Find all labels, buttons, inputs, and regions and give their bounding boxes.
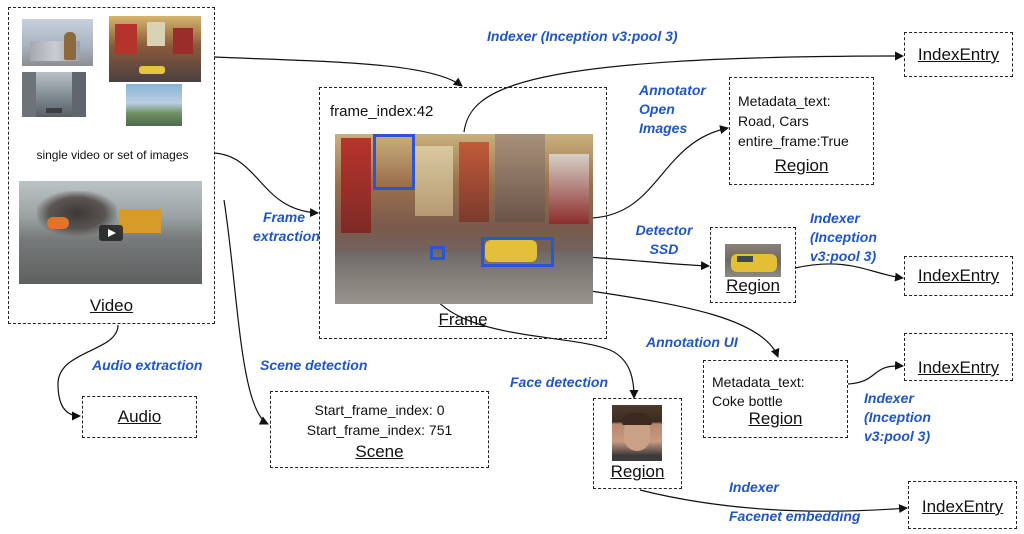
label-facenet-embedding: Facenet embedding bbox=[729, 508, 861, 524]
scene-start-frame-2: Start_frame_index: 751 bbox=[306, 422, 453, 438]
label-indexer-coke-line2: (Inception bbox=[864, 409, 931, 425]
label-indexer-car: Indexer (Inception v3:pool 3) bbox=[810, 209, 877, 266]
region-metadata-line2: Road, Cars bbox=[738, 113, 809, 129]
audio-title: Audio bbox=[117, 407, 162, 426]
label-annotation-ui: Annotation UI bbox=[646, 334, 738, 350]
video-thumb-street bbox=[22, 72, 86, 117]
label-indexer-top: Indexer (Inception v3:pool 3) bbox=[487, 28, 678, 44]
index-entry-coke-box: IndexEntry bbox=[904, 333, 1013, 381]
region-car-title: Region bbox=[726, 276, 780, 295]
region-metadata-line3: entire_frame:True bbox=[738, 133, 849, 149]
label-scene-detection: Scene detection bbox=[260, 357, 368, 373]
label-annotator-line1: Annotator bbox=[639, 82, 706, 98]
label-detector-line2: SSD bbox=[649, 241, 679, 257]
region-coke-box: Metadata_text: Coke bottle Region bbox=[703, 360, 848, 438]
edge-frame-to-index-top bbox=[463, 51, 904, 133]
video-caption: single video or set of images bbox=[36, 148, 189, 162]
index-entry-coke-title: IndexEntry bbox=[917, 358, 1000, 377]
region-face-box: Region bbox=[593, 398, 682, 489]
label-face-detection: Face detection bbox=[510, 374, 609, 390]
edge-coke-to-index bbox=[847, 361, 904, 385]
scene-title: Scene bbox=[355, 442, 404, 461]
label-detector-line1: Detector bbox=[635, 222, 693, 238]
region-coke-line1: Metadata_text: bbox=[712, 374, 805, 390]
edge-audio-extraction bbox=[57, 324, 119, 421]
region-face-thumbnail bbox=[612, 405, 662, 461]
index-entry-face-box: IndexEntry bbox=[908, 481, 1017, 529]
scene-start-frame-1: Start_frame_index: 0 bbox=[314, 402, 445, 418]
label-indexer-coke-line1: Indexer bbox=[864, 390, 914, 406]
edge-frame-extraction bbox=[213, 152, 319, 218]
label-frame-extraction-line2: extraction bbox=[253, 228, 320, 244]
index-entry-car-title: IndexEntry bbox=[917, 266, 1000, 285]
label-indexer-coke-line3: v3:pool 3) bbox=[864, 428, 931, 444]
region-car-thumbnail bbox=[725, 244, 781, 277]
bbox-taxi-car bbox=[481, 237, 554, 267]
label-frame-extraction: Frame extraction bbox=[253, 208, 320, 246]
label-indexer-face: Indexer bbox=[729, 479, 779, 495]
frame-index-label: frame_index:42 bbox=[330, 103, 434, 120]
video-thumb-landscape bbox=[126, 84, 182, 126]
frame-box: frame_index:42 Frame bbox=[319, 87, 607, 339]
frame-title: Frame bbox=[438, 310, 488, 329]
bbox-face bbox=[430, 246, 445, 260]
label-annotator-line2: Open bbox=[639, 101, 675, 117]
label-indexer-car-line1: Indexer bbox=[810, 210, 860, 226]
index-entry-top-title: IndexEntry bbox=[917, 45, 1000, 64]
label-indexer-car-line2: (Inception bbox=[810, 229, 877, 245]
label-audio-extraction: Audio extraction bbox=[92, 357, 203, 373]
edge-video-to-frame bbox=[213, 56, 463, 87]
audio-box: Audio bbox=[82, 396, 197, 438]
region-metadata-box: Metadata_text: Road, Cars entire_frame:T… bbox=[729, 77, 874, 185]
edge-scene-detection bbox=[223, 199, 269, 425]
label-detector: Detector SSD bbox=[632, 221, 696, 259]
index-entry-car-box: IndexEntry bbox=[904, 256, 1013, 296]
label-indexer-coke: Indexer (Inception v3:pool 3) bbox=[864, 389, 931, 446]
video-box: single video or set of images Video bbox=[8, 7, 215, 324]
region-car-box: Region bbox=[710, 227, 796, 303]
bbox-coke-bottle bbox=[373, 134, 415, 190]
label-frame-extraction-line1: Frame bbox=[262, 209, 306, 225]
video-title: Video bbox=[89, 296, 134, 315]
region-metadata-line1: Metadata_text: bbox=[738, 93, 831, 109]
scene-box: Start_frame_index: 0 Start_frame_index: … bbox=[270, 391, 489, 468]
region-coke-line2: Coke bottle bbox=[712, 393, 783, 409]
region-face-title: Region bbox=[610, 462, 665, 481]
edge-face-to-index bbox=[639, 489, 908, 514]
region-coke-title: Region bbox=[748, 409, 803, 428]
video-thumb-highway-fire bbox=[19, 181, 202, 284]
label-indexer-car-line3: v3:pool 3) bbox=[810, 248, 877, 264]
edge-car-to-index bbox=[794, 263, 904, 282]
edge-annotator bbox=[591, 125, 729, 219]
frame-image-times-square bbox=[335, 134, 593, 304]
index-entry-top-box: IndexEntry bbox=[904, 32, 1013, 77]
video-thumb-city-skyline bbox=[22, 19, 93, 66]
index-entry-face-title: IndexEntry bbox=[921, 497, 1004, 516]
region-metadata-title: Region bbox=[774, 156, 829, 175]
video-thumb-times-square bbox=[109, 16, 201, 82]
label-annotator: Annotator Open Images bbox=[639, 81, 706, 138]
label-annotator-line3: Images bbox=[639, 120, 688, 136]
